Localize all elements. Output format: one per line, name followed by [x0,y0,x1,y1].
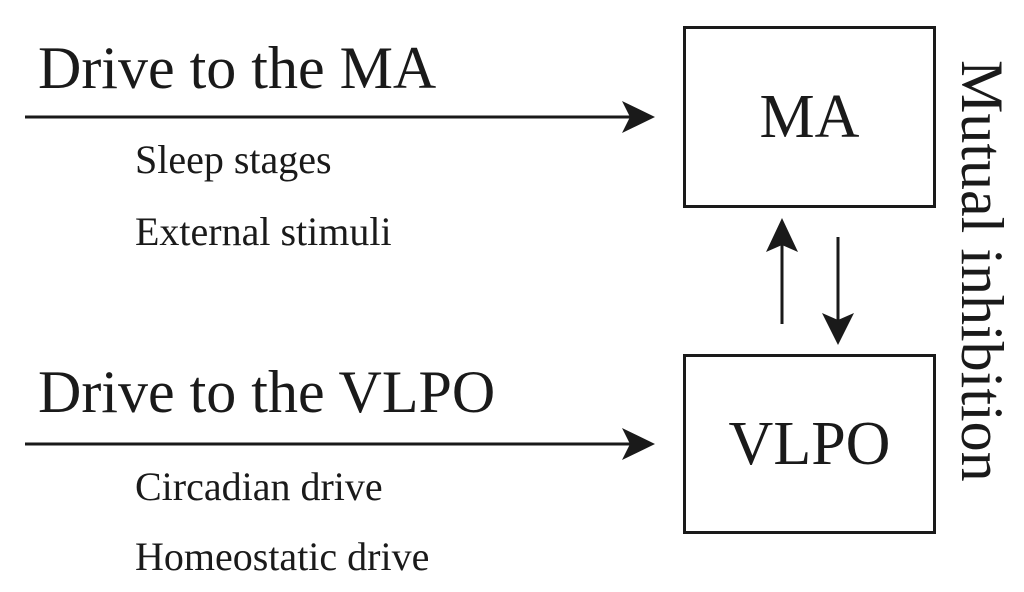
ma-drive-factor-sleep-stages: Sleep stages [135,137,332,182]
vlpo-node-box: VLPO [683,354,936,534]
vlpo-node-label: VLPO [728,409,891,478]
ma-to-vlpo-arrowhead [822,313,854,345]
ma-drive-factor-external-stimuli: External stimuli [135,209,392,254]
vlpo-drive-heading: Drive to the VLPO [38,359,496,425]
vlpo-drive-factor-circadian: Circadian drive [135,464,383,509]
vlpo-drive-arrowhead [622,428,655,460]
vlpo-drive-factor-homeostatic: Homeostatic drive [135,534,430,579]
vlpo-to-ma-arrowhead [766,218,798,252]
ma-node-box: MA [683,26,936,208]
ma-drive-arrowhead [622,101,655,133]
ma-node-label: MA [759,82,860,151]
ma-drive-heading: Drive to the MA [38,35,437,101]
